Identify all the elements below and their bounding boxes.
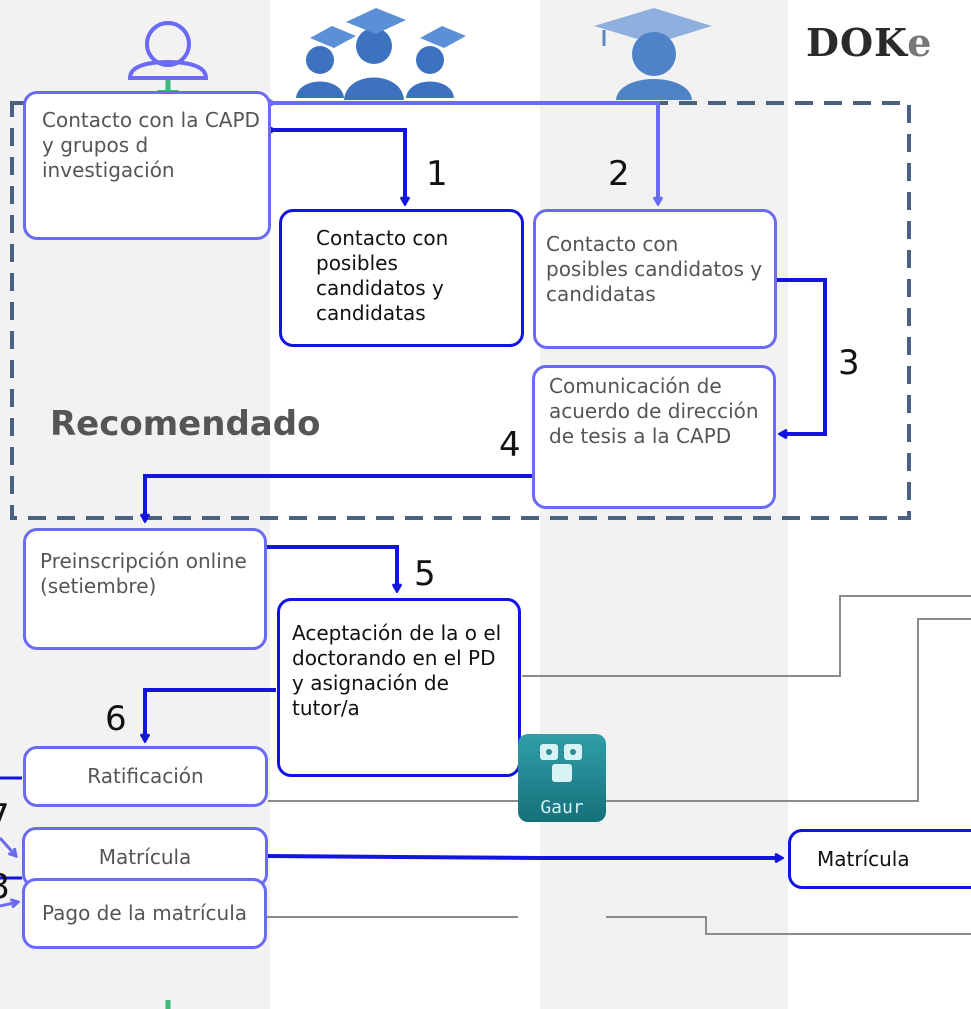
step-8: 8: [0, 870, 10, 904]
step-4: 4: [499, 425, 521, 465]
left-arrow-7: [0, 837, 16, 856]
graduate-icon: [594, 8, 712, 100]
box-ratification: Ratificación: [23, 746, 268, 807]
step-7: 7: [0, 800, 10, 834]
arrow-enrollment: [265, 856, 782, 858]
box-preinscription: Preinscripción online (setiembre): [23, 528, 267, 650]
arrow-3: [776, 278, 827, 434]
gray-line-payment-right: [606, 916, 971, 935]
step-1: 1: [426, 154, 448, 194]
gaur-logo-icon: Gaur: [518, 734, 606, 822]
recommended-label: Recomendado: [50, 404, 321, 444]
step-6: 6: [105, 699, 127, 739]
user-outline-icon: [127, 21, 209, 80]
logo-tail: e: [907, 20, 933, 65]
box-enrollment-right: Matrícula: [788, 829, 971, 889]
arrow-4: [145, 474, 532, 521]
box-acceptance: Aceptación de la o el doctorando en el P…: [277, 598, 521, 777]
box-communication: Comunicación de acuerdo de dirección de …: [532, 365, 776, 509]
left-arrow-8: [0, 902, 18, 906]
dok-logo: DOKe: [806, 20, 932, 65]
gaur-glyph-icon: [540, 744, 582, 782]
logo-main: DOK: [806, 20, 908, 65]
arrow-6: [145, 688, 276, 741]
step-5: 5: [414, 554, 436, 594]
graduates-group-icon: [296, 8, 466, 100]
box-contact-capd: Contacto con la CAPD y grupos d investig…: [23, 91, 271, 240]
arrow-1: [274, 130, 405, 204]
gaur-logo-text: Gaur: [540, 797, 584, 818]
box-contact-candidates-1: Contacto con posibles candidatos y candi…: [279, 209, 524, 347]
arrow-5: [266, 545, 397, 591]
box-payment: Pago de la matrícula: [22, 878, 267, 949]
arrow-2: [274, 103, 658, 204]
step-3: 3: [838, 343, 860, 383]
box-contact-candidates-2: Contacto con posibles candidatos y candi…: [533, 209, 777, 349]
step-2: 2: [608, 154, 630, 194]
gray-line-acceptance: [522, 595, 971, 677]
